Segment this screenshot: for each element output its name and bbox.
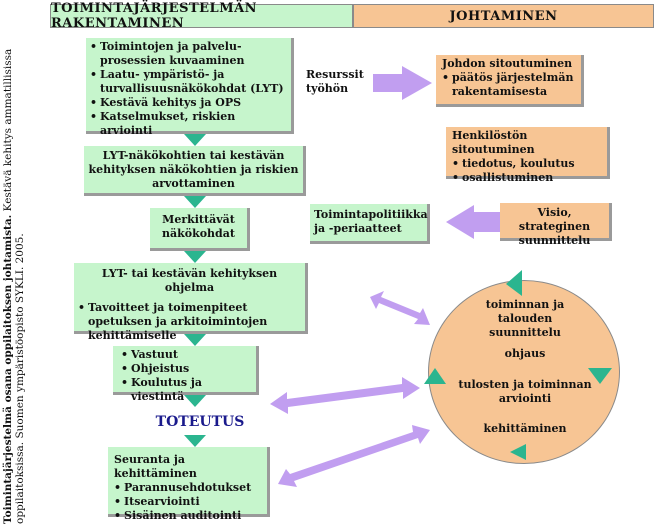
cycle-kehittaminen: kehittäminen [483, 422, 567, 435]
box5-item-3: Koulutus ja viestintä [121, 376, 252, 404]
management-cycle [428, 280, 620, 464]
teal-arrow-6 [184, 435, 206, 447]
box-toimintapolitiikka: Toimintapolitiikka ja -periaatteet [310, 204, 430, 244]
teal-arrow-3 [184, 251, 206, 263]
cycle-arrow-right [588, 368, 612, 384]
cycle-suunnittelu: toiminnan ja talouden suunnittelu [485, 298, 565, 339]
henkilosto-title: Henkilöstön sitoutuminen [452, 129, 535, 156]
cycle-ohjaus: ohjaus [504, 347, 546, 360]
teal-arrow-2 [184, 196, 206, 208]
box-arvottaminen: LYT-näkökohtien tai kestävän kehityksen … [84, 146, 306, 196]
box4-item-1: Tavoitteet ja toimenpiteet opetuksen ja … [78, 301, 301, 343]
johdon-title: Johdon sitoutuminen [442, 57, 573, 70]
box-ohjelma: LYT- tai kestävän kehityksen ohjelma Tav… [74, 263, 308, 342]
box6-item-3: Sisäinen auditointi [114, 509, 263, 523]
purple-arrow-visio [446, 205, 500, 239]
purple-double-arrow-3 [278, 425, 430, 487]
cycle-arrow-top [506, 270, 522, 296]
resurssit-label: Resurssit työhön [306, 68, 364, 95]
box1-item-4: Katselmukset, riskien arviointi [90, 110, 287, 138]
box1-item-3: Kestävä kehitys ja OPS [90, 96, 287, 110]
henkilosto-item-2: osallistuminen [452, 171, 601, 185]
header-johtaminen: JOHTAMINEN [353, 4, 654, 28]
toteutus-label: TOTEUTUS [155, 414, 245, 430]
henkilosto-item-1: tiedotus, koulutus [452, 157, 601, 171]
cycle-arviointi: tulosten ja toiminnan arviointi [458, 378, 592, 405]
box4-title: LYT- tai kestävän kehityksen ohjelma [101, 267, 278, 294]
box-visio: Visio, strateginen suunnittelu [500, 203, 612, 247]
purple-double-arrow-2 [270, 377, 420, 414]
header-rakentaminen: TOIMINTAJÄRJESTELMÄN RAKENTAMINEN [50, 1, 353, 31]
purple-double-arrow-1 [370, 291, 430, 325]
box5-item-1: Vastuut [121, 348, 252, 362]
box-vastuut: Vastuut Ohjeistus Koulutus ja viestintä [113, 346, 259, 403]
box1-item-2: Laatu- ympäristö- ja turvallisuusnäkökoh… [90, 68, 287, 96]
box6-title: Seuranta ja kehittäminen [114, 453, 197, 480]
box-seuranta: Seuranta ja kehittäminen Parannusehdotuk… [108, 447, 270, 523]
box6-item-1: Parannusehdotukset [114, 481, 263, 495]
purple-arrow-johdon [373, 66, 432, 100]
cycle-arrow-bottom [510, 444, 526, 460]
box-henkiloston-sitoutuminen: Henkilöstön sitoutuminen tiedotus, koulu… [446, 127, 610, 185]
cycle-arrow-left [424, 368, 446, 384]
box1-item-1: Toimintojen ja palvelu-prosessien kuvaam… [90, 40, 287, 68]
box5-item-2: Ohjeistus [121, 362, 252, 376]
johdon-item-1: päätös järjestelmän rakentamisesta [442, 71, 575, 99]
box-johdon-sitoutuminen: Johdon sitoutuminen päätös järjestelmän … [436, 55, 584, 107]
box6-item-2: Itsearviointi [114, 495, 263, 509]
box-kuvaaminen: Toimintojen ja palvelu-prosessien kuvaam… [86, 38, 294, 137]
box-merkittavat: Merkittävät näkökohdat [150, 208, 250, 251]
